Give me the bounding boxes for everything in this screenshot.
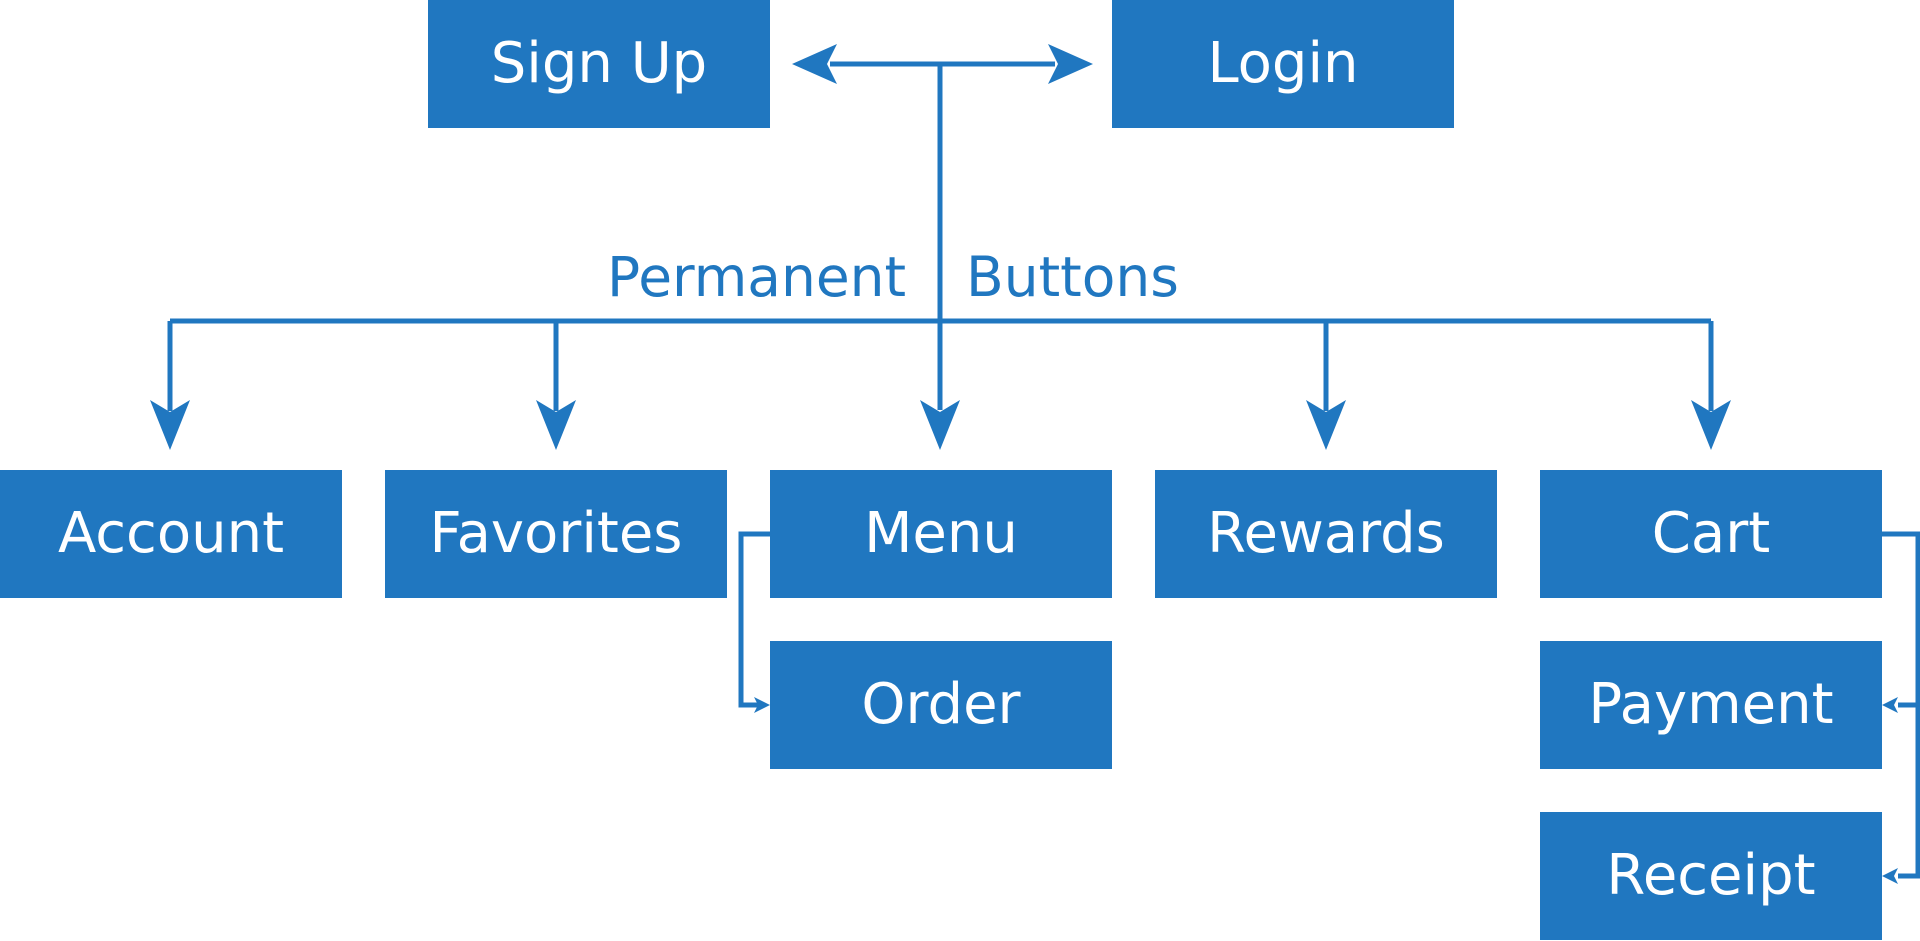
node-order-label: Order xyxy=(861,672,1021,737)
arrow-to-receipt-icon xyxy=(1882,868,1898,884)
arrow-to-signup-icon xyxy=(792,44,837,84)
node-sign-up-label: Sign Up xyxy=(490,31,708,96)
node-favorites-label: Favorites xyxy=(429,501,683,566)
node-receipt: Receipt xyxy=(1540,812,1882,940)
node-payment-label: Payment xyxy=(1588,672,1834,737)
arrow-to-favorites-icon xyxy=(536,400,576,450)
node-payment: Payment xyxy=(1540,641,1882,769)
node-cart: Cart xyxy=(1540,470,1882,598)
node-favorites: Favorites xyxy=(385,470,727,598)
node-menu: Menu xyxy=(770,470,1112,598)
permanent-label: Permanent xyxy=(595,250,919,305)
node-order: Order xyxy=(770,641,1112,769)
arrow-to-payment-icon xyxy=(1882,697,1898,713)
arrow-to-rewards-icon xyxy=(1306,400,1346,450)
menu-order-connector xyxy=(738,531,770,708)
node-login: Login xyxy=(1112,0,1454,128)
node-receipt-label: Receipt xyxy=(1606,843,1816,908)
node-account: Account xyxy=(0,470,342,598)
arrow-to-account-icon xyxy=(150,400,190,450)
node-account-label: Account xyxy=(57,501,285,566)
node-sign-up: Sign Up xyxy=(428,0,770,128)
node-menu-label: Menu xyxy=(864,501,1018,566)
node-cart-label: Cart xyxy=(1651,501,1771,566)
buttons-label: Buttons xyxy=(954,250,1191,305)
node-login-label: Login xyxy=(1207,31,1359,96)
arrow-to-login-icon xyxy=(1048,44,1093,84)
node-rewards-label: Rewards xyxy=(1207,501,1445,566)
arrow-to-cart-icon xyxy=(1691,400,1731,450)
arrow-to-menu-icon xyxy=(920,400,960,450)
arrow-to-order-icon xyxy=(754,697,770,713)
node-rewards: Rewards xyxy=(1155,470,1497,598)
